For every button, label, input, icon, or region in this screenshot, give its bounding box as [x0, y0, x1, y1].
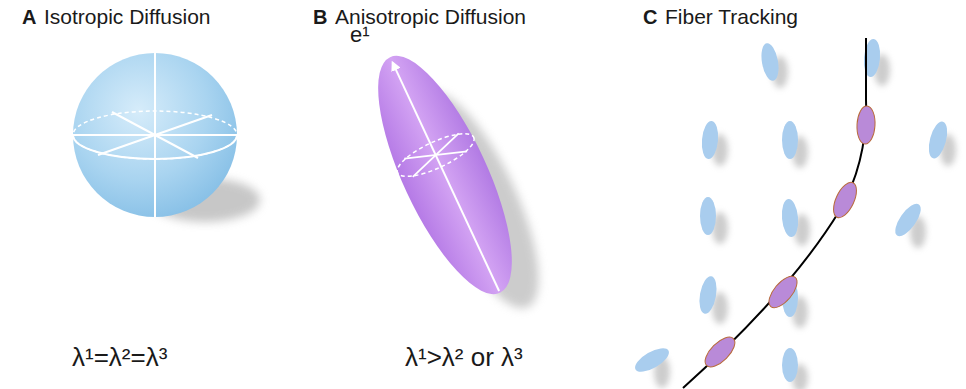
anisotropic-ellipsoid [352, 39, 562, 323]
panel-letter: A [22, 6, 36, 29]
eigenvector-label: e¹ [350, 22, 370, 47]
isotropic-sphere [73, 53, 260, 222]
panel-title: Fiber Tracking [665, 5, 798, 29]
eigenvalue-formula: λ¹=λ²=λ³ [72, 343, 167, 373]
panel-title: Isotropic Diffusion [44, 5, 211, 29]
tensor-field [632, 38, 956, 389]
eigenvalue-formula: λ¹>λ² or λ³ [405, 343, 523, 373]
panel-letter: B [313, 6, 327, 29]
panel-letter: C [643, 6, 657, 29]
fiber-tract [683, 38, 876, 388]
